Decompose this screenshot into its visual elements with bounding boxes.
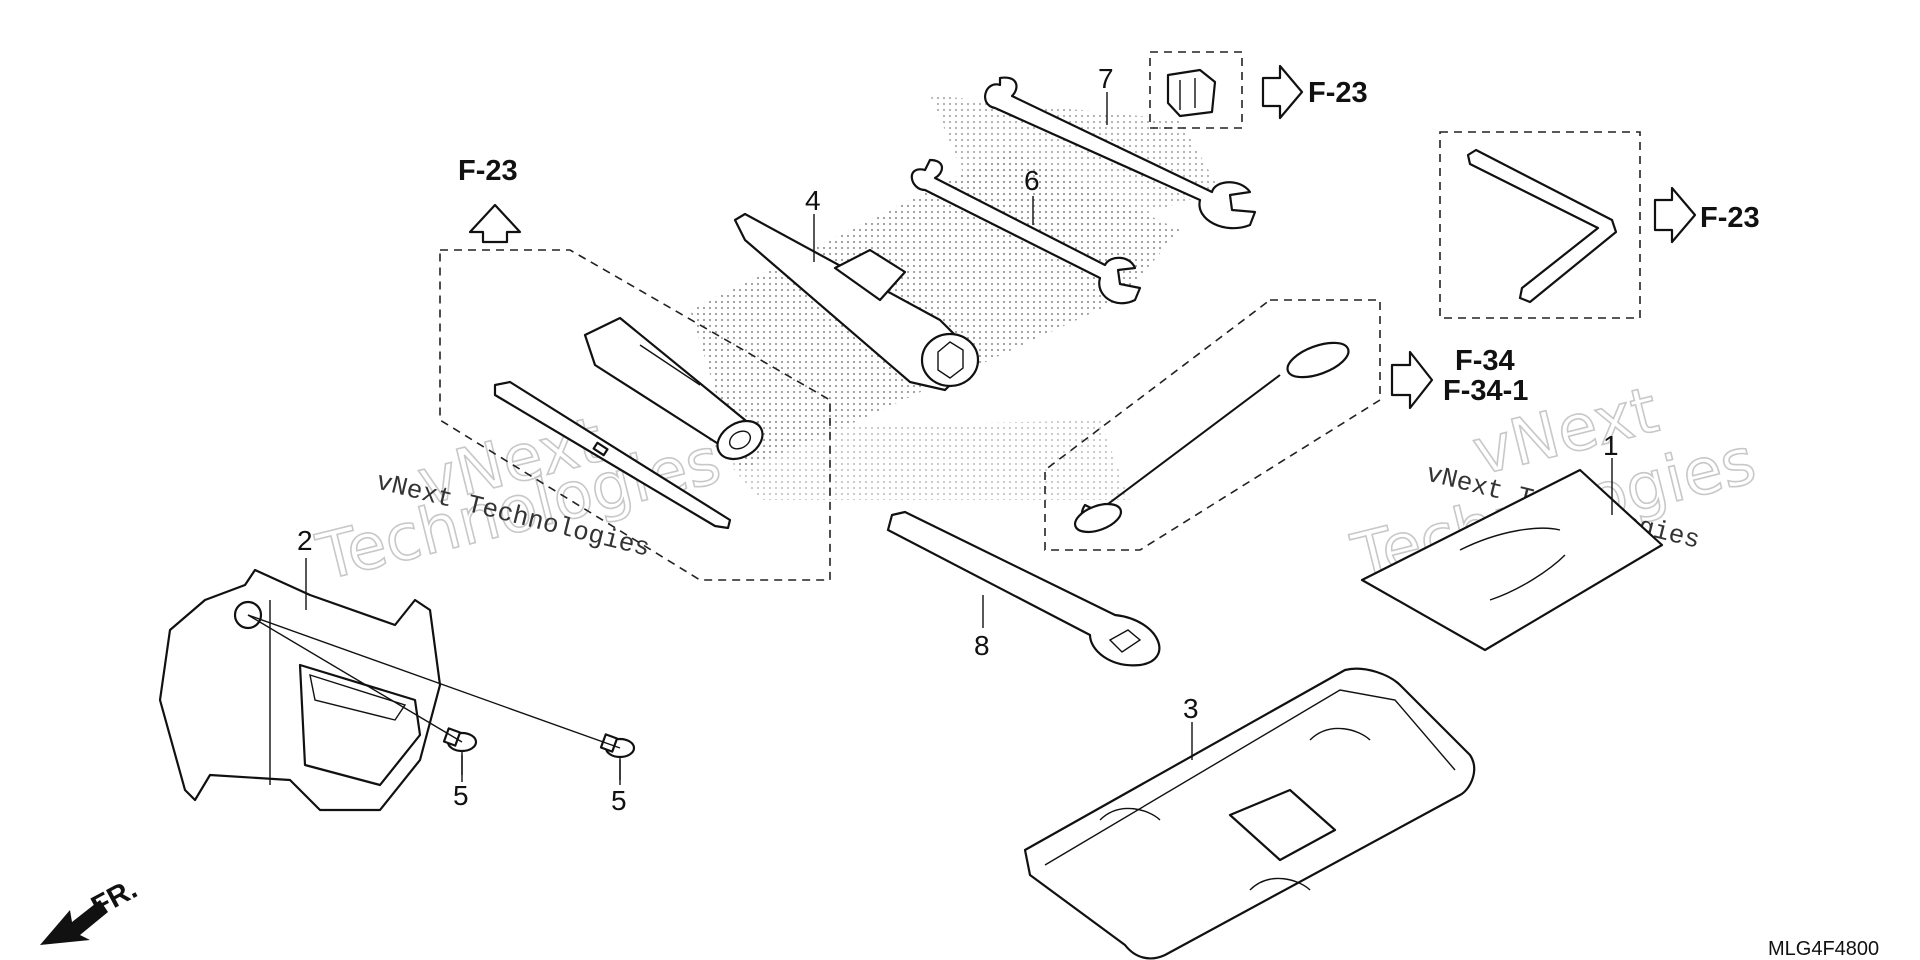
part-number-8: 8 — [974, 630, 990, 661]
tool-clip-box — [1149, 51, 1243, 129]
part-number-3: 3 — [1183, 693, 1199, 724]
helmet-cable-box — [1044, 299, 1381, 551]
tool-storage-box — [158, 568, 442, 812]
ref-label-cable-b[interactable]: F-34-1 — [1443, 375, 1528, 407]
part-number-4: 4 — [805, 185, 821, 216]
part-number-5-right: 5 — [611, 785, 627, 816]
ref-label-cable-a[interactable]: F-34 — [1455, 345, 1515, 377]
stipple-shading — [690, 95, 1220, 500]
ref-label-top-left[interactable]: F-23 — [458, 155, 518, 187]
screwdriver-bit — [493, 380, 732, 530]
screwdriver-group-box — [439, 249, 831, 581]
screw-right — [599, 733, 636, 780]
part-number-1: 1 — [1603, 430, 1619, 461]
part-number-5-left: 5 — [453, 780, 469, 811]
hex-key-box — [1439, 131, 1641, 319]
document-sheet — [1360, 468, 1664, 652]
part-number-7: 7 — [1098, 63, 1114, 94]
diagram-code: MLG4F4800 — [1768, 938, 1879, 960]
front-direction-arrow: FR. — [40, 873, 143, 945]
part-number-2: 2 — [297, 525, 313, 556]
arrow-up-ref-top-left — [468, 203, 522, 244]
tool-bag — [1023, 667, 1476, 960]
ref-label-right[interactable]: F-23 — [1700, 202, 1760, 234]
part-number-6: 6 — [1024, 165, 1040, 196]
screw-left — [442, 727, 478, 775]
plug-wrench-socket — [733, 212, 980, 392]
watermark-left: vNext Technologies vNext Technologies — [309, 403, 728, 597]
ref-label-top-center[interactable]: F-23 — [1308, 77, 1368, 109]
screwdriver-handle-socket — [583, 316, 764, 461]
small-open-wrench — [910, 158, 1142, 305]
arrow-right-ref-top-center — [1261, 64, 1304, 120]
arrow-right-ref-right — [1653, 186, 1697, 244]
leader-lines — [247, 92, 1613, 785]
hex-socket-wrench — [886, 510, 1161, 667]
large-open-wrench — [984, 76, 1257, 230]
arrow-right-ref-cable — [1390, 350, 1434, 410]
